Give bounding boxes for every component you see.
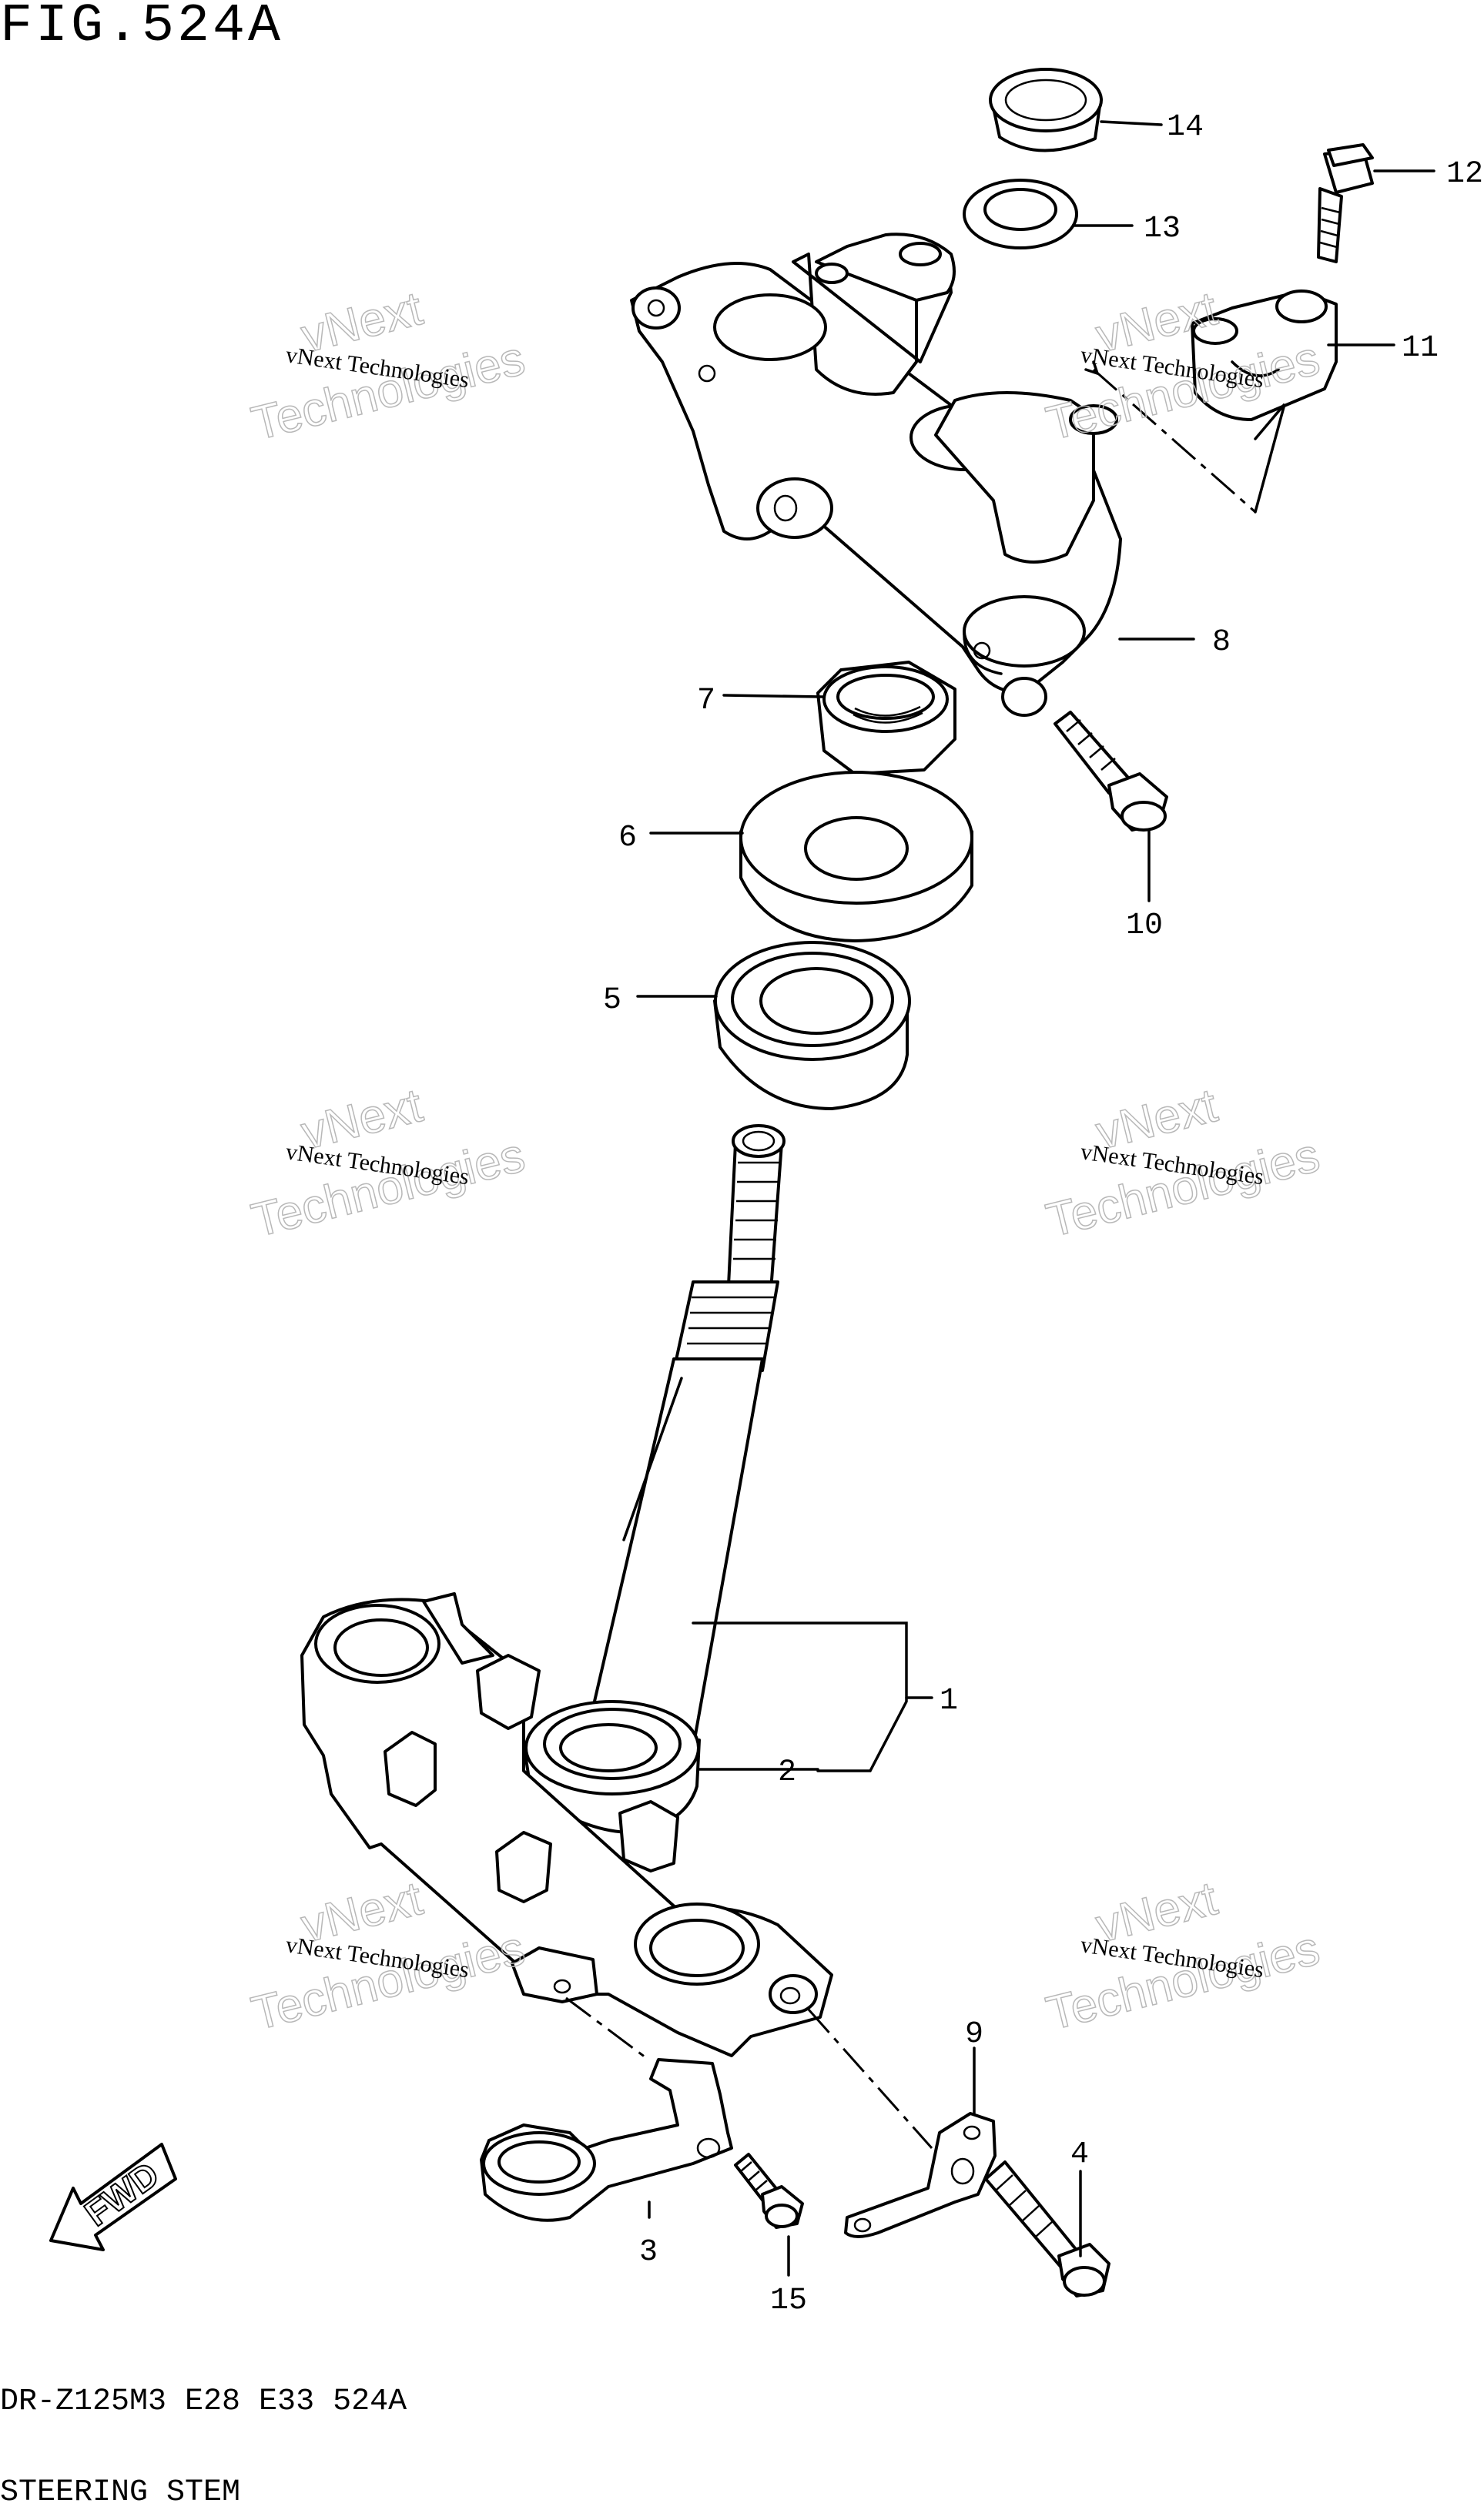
callout-6: 6: [618, 821, 637, 855]
callout-4: 4: [1070, 2137, 1089, 2172]
part-12-bolt: [1317, 143, 1374, 263]
part-15-screw: [734, 2153, 804, 2229]
callout-10: 10: [1126, 909, 1163, 943]
callout-15: 15: [770, 2284, 807, 2318]
watermark-3: vNext Technologies vNext Technologies: [246, 1078, 530, 1248]
callout-9: 9: [965, 2017, 983, 2052]
lower-bracket: [300, 1592, 833, 2057]
part-10-bolt: [1054, 711, 1168, 832]
part-7-steering-nut: [816, 661, 956, 775]
callout-11: 11: [1402, 331, 1439, 366]
model-line: DR-Z125M3 E28 E33 524A: [0, 2384, 407, 2419]
part-9-plate: [844, 2112, 997, 2238]
watermark-1: vNext Technologies vNext Technologies: [246, 281, 530, 451]
part-1-steering-stem: [582, 1124, 786, 1749]
callout-7: 7: [697, 684, 715, 718]
callout-labels: 14 13 12 11 8 7 10 6 5 1 2 9 4 3 15: [603, 110, 1483, 2318]
callout-1: 1: [940, 1684, 958, 1718]
leader-lines: [565, 120, 1435, 2277]
section-name: STEERING STEM: [0, 2475, 241, 2510]
part-6-dust-seal: [739, 771, 973, 942]
part-5-bearing: [713, 941, 911, 1110]
callout-12: 12: [1446, 157, 1483, 192]
watermark-6: vNext Technologies vNext Technologies: [1040, 1871, 1325, 2041]
part-8-upper-bracket: [630, 233, 1122, 717]
part-14-cap: [989, 68, 1103, 152]
figure-title: FIG.524A: [0, 0, 284, 57]
part-11-holder-cap: [1191, 289, 1338, 421]
part-4-bolt: [984, 2160, 1110, 2297]
part-13-washer: [963, 179, 1078, 249]
fwd-arrow-icon: FWD: [49, 2143, 177, 2251]
callout-13: 13: [1144, 212, 1181, 246]
callout-14: 14: [1167, 110, 1204, 145]
callout-3: 3: [639, 2235, 658, 2270]
watermark-4: vNext Technologies vNext Technologies: [1040, 1078, 1325, 1248]
callout-2: 2: [778, 1755, 796, 1790]
part-3-guide: [480, 2058, 733, 2222]
callout-5: 5: [603, 983, 621, 1018]
callout-8: 8: [1212, 625, 1231, 660]
